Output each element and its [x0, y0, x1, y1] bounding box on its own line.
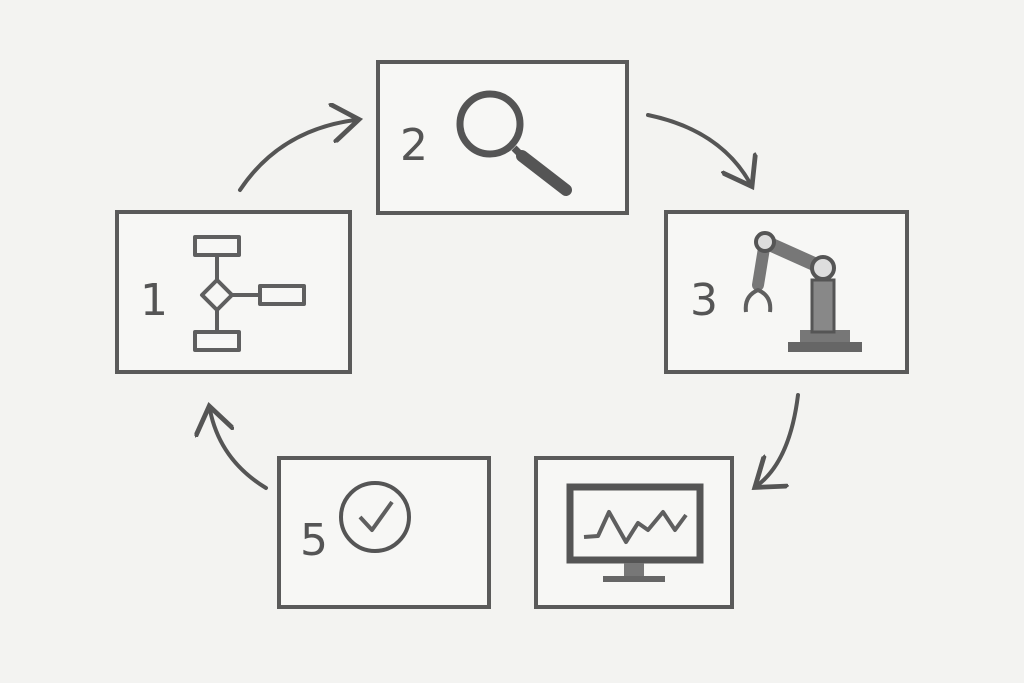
- step-number: 2: [400, 120, 428, 171]
- step-1-box: 1: [115, 210, 352, 374]
- step-4-box: [534, 456, 734, 609]
- flowchart-icon: [193, 235, 306, 352]
- step-2-box: 2: [376, 60, 629, 215]
- step-number: 3: [690, 275, 718, 326]
- step-5-box: 5: [277, 456, 491, 609]
- checkmark-circle-icon: [339, 481, 411, 553]
- step-number: 5: [300, 515, 328, 566]
- step-3-box: 3: [664, 210, 909, 374]
- arrow-2-to-3: [646, 113, 750, 183]
- magnifier-icon: [456, 90, 572, 196]
- arrow-1-to-2: [238, 120, 355, 192]
- robot-arm-icon: [743, 231, 862, 352]
- monitor-chart-icon: [566, 483, 704, 582]
- arrow-5-to-1: [210, 410, 268, 490]
- step-number: 1: [140, 275, 168, 326]
- arrow-3-to-4: [758, 393, 800, 485]
